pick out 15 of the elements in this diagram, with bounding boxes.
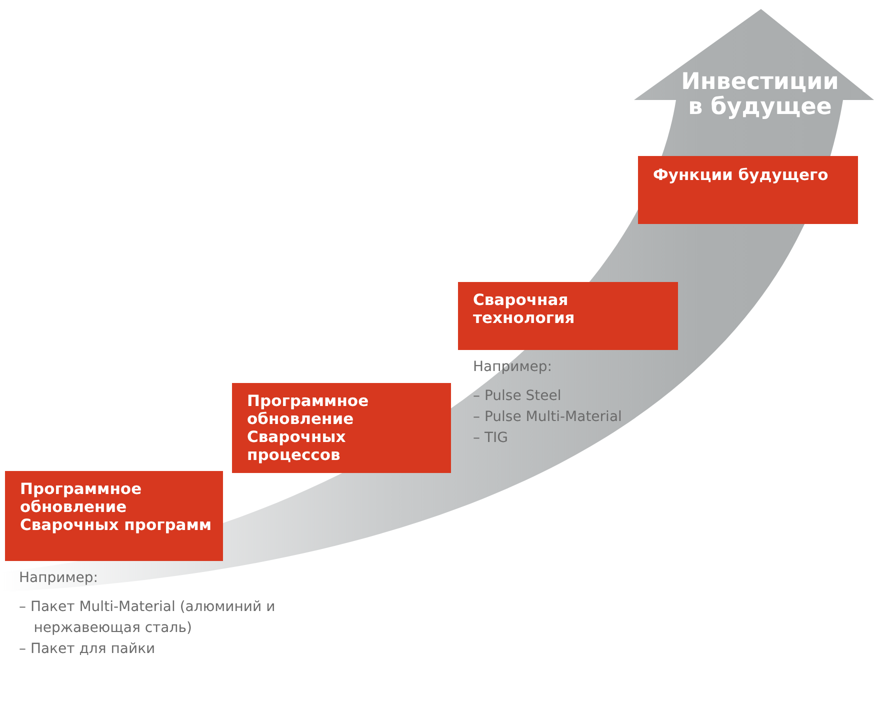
- step-title: Сварочная технология: [473, 291, 576, 328]
- step-title: Программное обновление Сварочных процессов: [247, 392, 370, 464]
- step-box: [232, 383, 451, 473]
- example-item: – Пакет для пайки: [19, 640, 156, 659]
- example-item: – TIG: [473, 429, 509, 448]
- example-item: – Pulse Steel: [473, 387, 562, 406]
- step-title: Функции будущего: [653, 166, 828, 184]
- step-box: [638, 156, 858, 224]
- example-item: – Пакет Multi-Material (алюминий и нержавеющая сталь): [19, 598, 276, 638]
- example-heading: Например:: [19, 569, 98, 588]
- step-title: Программное обновление Сварочных программ: [20, 480, 213, 534]
- step-box: [458, 282, 678, 350]
- step-box: [5, 471, 223, 561]
- arrow-label: Инвестиции в будущее: [680, 70, 840, 121]
- example-item: – Pulse Multi-Material: [473, 408, 622, 427]
